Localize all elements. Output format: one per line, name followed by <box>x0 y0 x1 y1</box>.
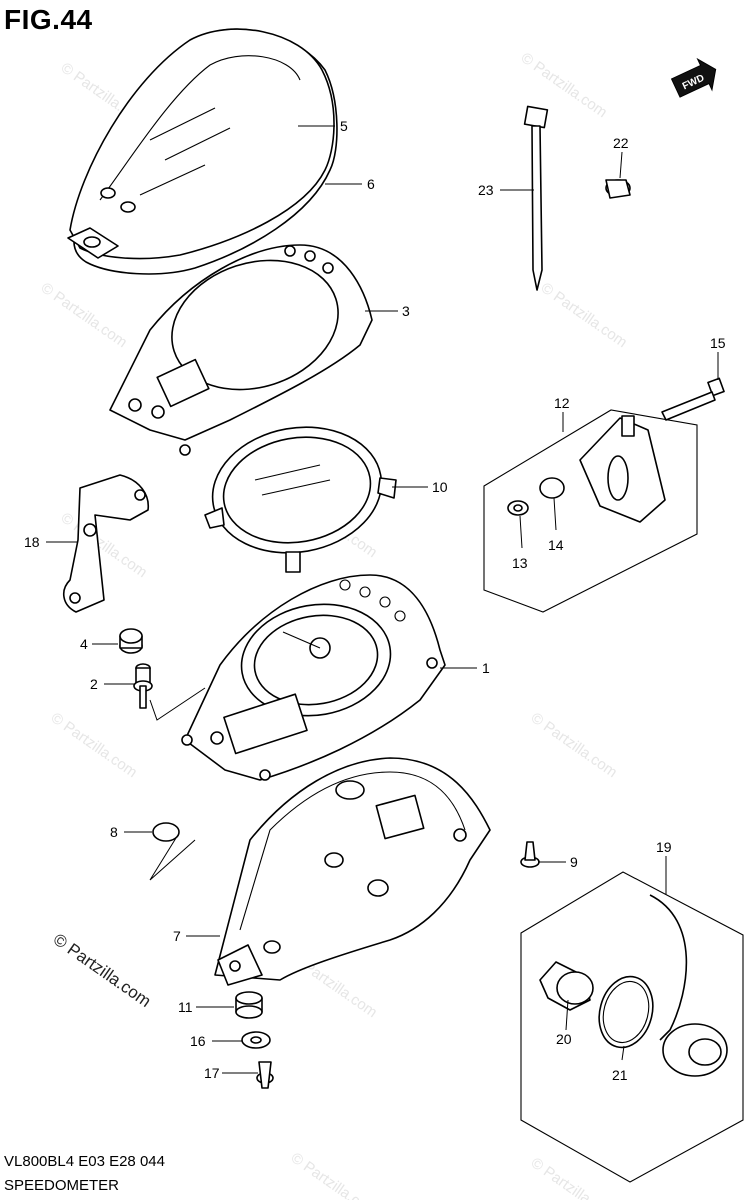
callout-14: 14 <box>548 537 564 553</box>
svg-text:© Partzilla.com: © Partzilla.com <box>38 279 131 351</box>
bolt-part <box>661 377 725 421</box>
screw-right-part <box>520 841 540 868</box>
callout-22: 22 <box>613 135 629 151</box>
forward-arrow-icon <box>670 57 717 98</box>
callout-20: 20 <box>556 1031 572 1047</box>
partzilla-watermark: © Partzilla.com <box>50 930 155 1011</box>
meter-assembly-part <box>181 574 446 781</box>
callout-9: 9 <box>570 854 578 870</box>
screw-bottom-part <box>256 1061 274 1089</box>
figure-code: VL800BL4 E03 E28 044 <box>4 1153 165 1170</box>
fwd-direction-badge: FWD <box>670 57 717 98</box>
svg-text:© Partzilla.com: © Partzilla.com <box>288 1149 381 1200</box>
callout-23: 23 <box>478 182 494 198</box>
figure-name: SPEEDOMETER <box>4 1177 120 1194</box>
callout-3: 3 <box>402 303 410 319</box>
callout-6: 6 <box>367 176 375 192</box>
figure-title: FIG.44 <box>4 4 93 35</box>
callout-8: 8 <box>110 824 118 840</box>
svg-text:© Partzilla.com: © Partzilla.com <box>538 279 631 351</box>
meter-lens-part <box>204 426 397 573</box>
svg-text:© Partzilla.com: © Partzilla.com <box>528 1154 621 1200</box>
callout-11: 11 <box>178 999 193 1015</box>
collar-screw-part <box>133 663 153 709</box>
callout-labels: 5 6 3 10 1 18 4 2 8 7 9 11 16 17 23 22 1… <box>24 118 726 1083</box>
washer-part <box>241 1031 271 1049</box>
callout-5: 5 <box>340 118 348 134</box>
callout-17: 17 <box>204 1065 220 1081</box>
socket-assembly-group <box>483 409 698 613</box>
callout-19: 19 <box>656 839 672 855</box>
svg-text:© Partzilla.com: © Partzilla.com <box>48 709 141 781</box>
meter-cover-part <box>67 28 338 275</box>
bracket-part <box>63 474 149 613</box>
svg-text:© Partzilla.com: © Partzilla.com <box>528 709 621 781</box>
leader-lines <box>46 125 719 1074</box>
callout-21: 21 <box>612 1067 628 1083</box>
grommet-part <box>119 628 143 654</box>
cap-part <box>152 822 180 842</box>
meter-case-part <box>214 757 491 986</box>
callout-18: 18 <box>24 534 40 550</box>
callout-15: 15 <box>710 335 726 351</box>
callout-2: 2 <box>90 676 98 692</box>
meter-bezel-part <box>109 244 373 456</box>
callout-4: 4 <box>80 636 88 652</box>
bulb-socket-group <box>520 871 744 1183</box>
cushion-part <box>235 991 263 1019</box>
callout-7: 7 <box>173 928 181 944</box>
callout-16: 16 <box>190 1033 206 1049</box>
callout-10: 10 <box>432 479 448 495</box>
callout-1: 1 <box>482 660 490 676</box>
cable-tie-part <box>523 105 549 291</box>
clamp-part <box>605 179 631 199</box>
callout-13: 13 <box>512 555 528 571</box>
callout-12: 12 <box>554 395 570 411</box>
